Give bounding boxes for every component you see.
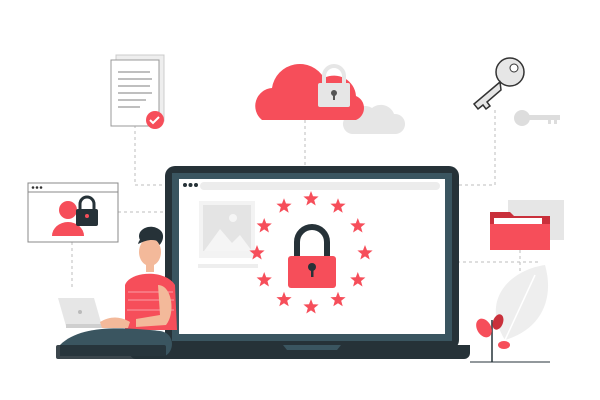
person-with-laptop [56,226,177,359]
cloud-lock-icon [255,63,406,134]
user-icon [59,201,77,219]
padlock-icon [288,224,336,288]
star-icon [256,218,272,233]
star-icon [350,272,366,287]
star-icon [276,198,292,213]
connector-lines [71,110,540,290]
small-laptop [58,298,128,328]
document-icon [110,54,165,129]
image-placeholder-icon [198,201,258,268]
star-icon [350,218,366,233]
star-icon [330,291,346,307]
star-icon [357,245,373,260]
star-icon [303,191,319,206]
plant-decoration [470,265,550,363]
eu-stars-ring [249,191,373,314]
star-icon [276,291,292,307]
star-icon [330,198,346,213]
star-icon [256,272,272,287]
laptop [130,166,470,359]
star-icon [303,299,319,314]
user-lock-window [27,182,119,243]
key-icon [472,57,560,126]
star-icon [249,245,265,260]
folder-icon [490,200,564,250]
